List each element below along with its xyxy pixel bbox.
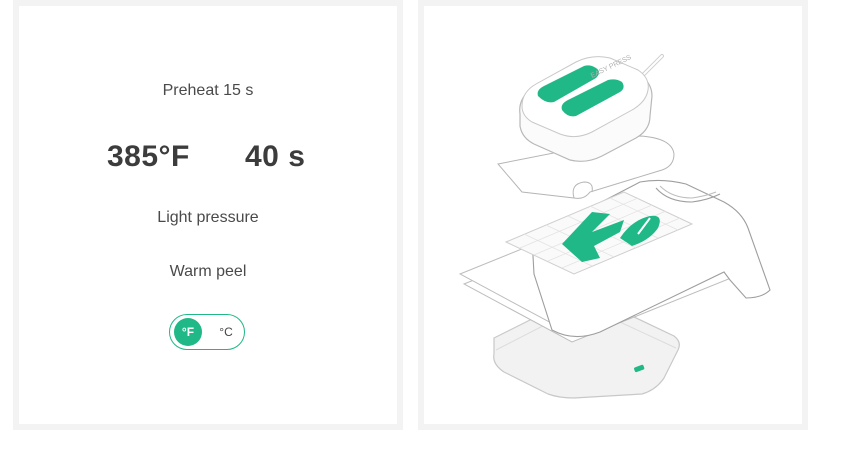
celsius-option[interactable]: °C [219, 325, 233, 339]
fahrenheit-option[interactable]: °F [174, 318, 202, 346]
temperature-value: 385°F [107, 140, 190, 173]
illustration-panel-content: EASY PRESS [424, 6, 802, 424]
settings-panel: Preheat 15 s 385°F 40 s Light pressure W… [13, 0, 403, 430]
heat-press-head: EASY PRESS [519, 54, 664, 162]
heat-guard-sheet [497, 135, 675, 199]
unit-toggle[interactable]: °F °C [169, 314, 245, 350]
pressure-text: Light pressure [157, 209, 259, 226]
peel-text: Warm peel [169, 263, 247, 280]
illustration-panel: EASY PRESS [418, 0, 808, 430]
transfer-sheet [504, 191, 694, 275]
time-value: 40 s [245, 140, 306, 173]
preheat-text: Preheat 15 s [162, 82, 254, 99]
heat-press-exploded-view-icon: EASY PRESS [458, 54, 771, 399]
heat-settings: Preheat 15 s 385°F 40 s Light pressure W… [19, 6, 397, 424]
settings-panel-content: Preheat 15 s 385°F 40 s Light pressure W… [19, 6, 397, 424]
temp-time-row: 385°F 40 s [19, 140, 397, 180]
